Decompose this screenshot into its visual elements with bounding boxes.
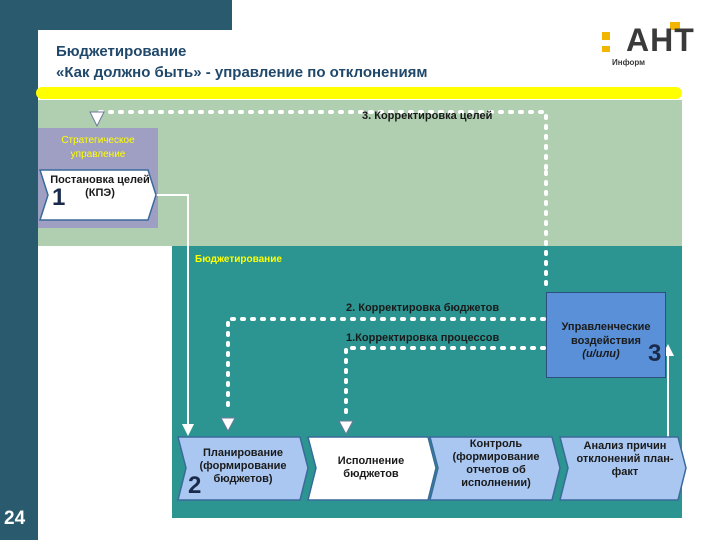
control-shape xyxy=(429,436,561,501)
page-subtitle: «Как должно быть» - управление по отклон… xyxy=(56,64,428,81)
budgets-correction-label: 2. Корректировка бюджетов xyxy=(346,302,500,314)
analysis-shape xyxy=(559,436,687,501)
budget-correction-arrowhead xyxy=(220,417,236,433)
budgeting-label: Бюджетирование xyxy=(195,254,282,265)
process-correction-arrowhead xyxy=(338,420,354,436)
planning-shape xyxy=(177,436,309,501)
goal-setting-label: Постановка целей (КПЭ) xyxy=(50,174,150,199)
process-correction-path xyxy=(344,346,546,420)
control-label: Контроль (формирование отчетов об исполн… xyxy=(452,438,540,489)
process-correction-label: 1.Корректировка процессов xyxy=(346,332,500,344)
highlight-bar xyxy=(36,87,682,99)
goals-correction-label: 3. Корректировка целей xyxy=(362,110,493,122)
strategic-management-label: Стратегическое управление xyxy=(61,135,135,160)
planning-label: Планирование (формирование бюджетов) xyxy=(199,447,287,485)
goal-correction-arrowhead xyxy=(89,111,105,128)
left-sidebar-bar xyxy=(0,0,38,540)
step-number-2: 2 xyxy=(188,472,202,499)
execution-shape xyxy=(307,436,437,501)
step-number-3: 3 xyxy=(648,340,662,367)
goal-correction-path xyxy=(95,110,548,170)
management-actions-box xyxy=(546,292,666,378)
page-title: Бюджетирование xyxy=(56,43,187,60)
management-actions-label: Управленческие воздействия xyxy=(561,321,651,347)
goal-setting-shape xyxy=(38,169,157,221)
budget-correction-path xyxy=(226,317,546,414)
execution-label: Исполнение бюджетов xyxy=(337,455,405,480)
page-number: 24 xyxy=(4,508,26,529)
goal-to-planning-arrow xyxy=(156,194,194,436)
company-logo xyxy=(600,20,700,70)
logo-subtext: Информ xyxy=(612,58,646,67)
top-band xyxy=(0,0,232,30)
logo-text: АНТ xyxy=(626,22,695,58)
management-actions-sublabel: (и/или) xyxy=(582,348,620,360)
analysis-label: Анализ причин отклонений план-факт xyxy=(576,440,674,478)
step-number-1: 1 xyxy=(52,184,66,211)
